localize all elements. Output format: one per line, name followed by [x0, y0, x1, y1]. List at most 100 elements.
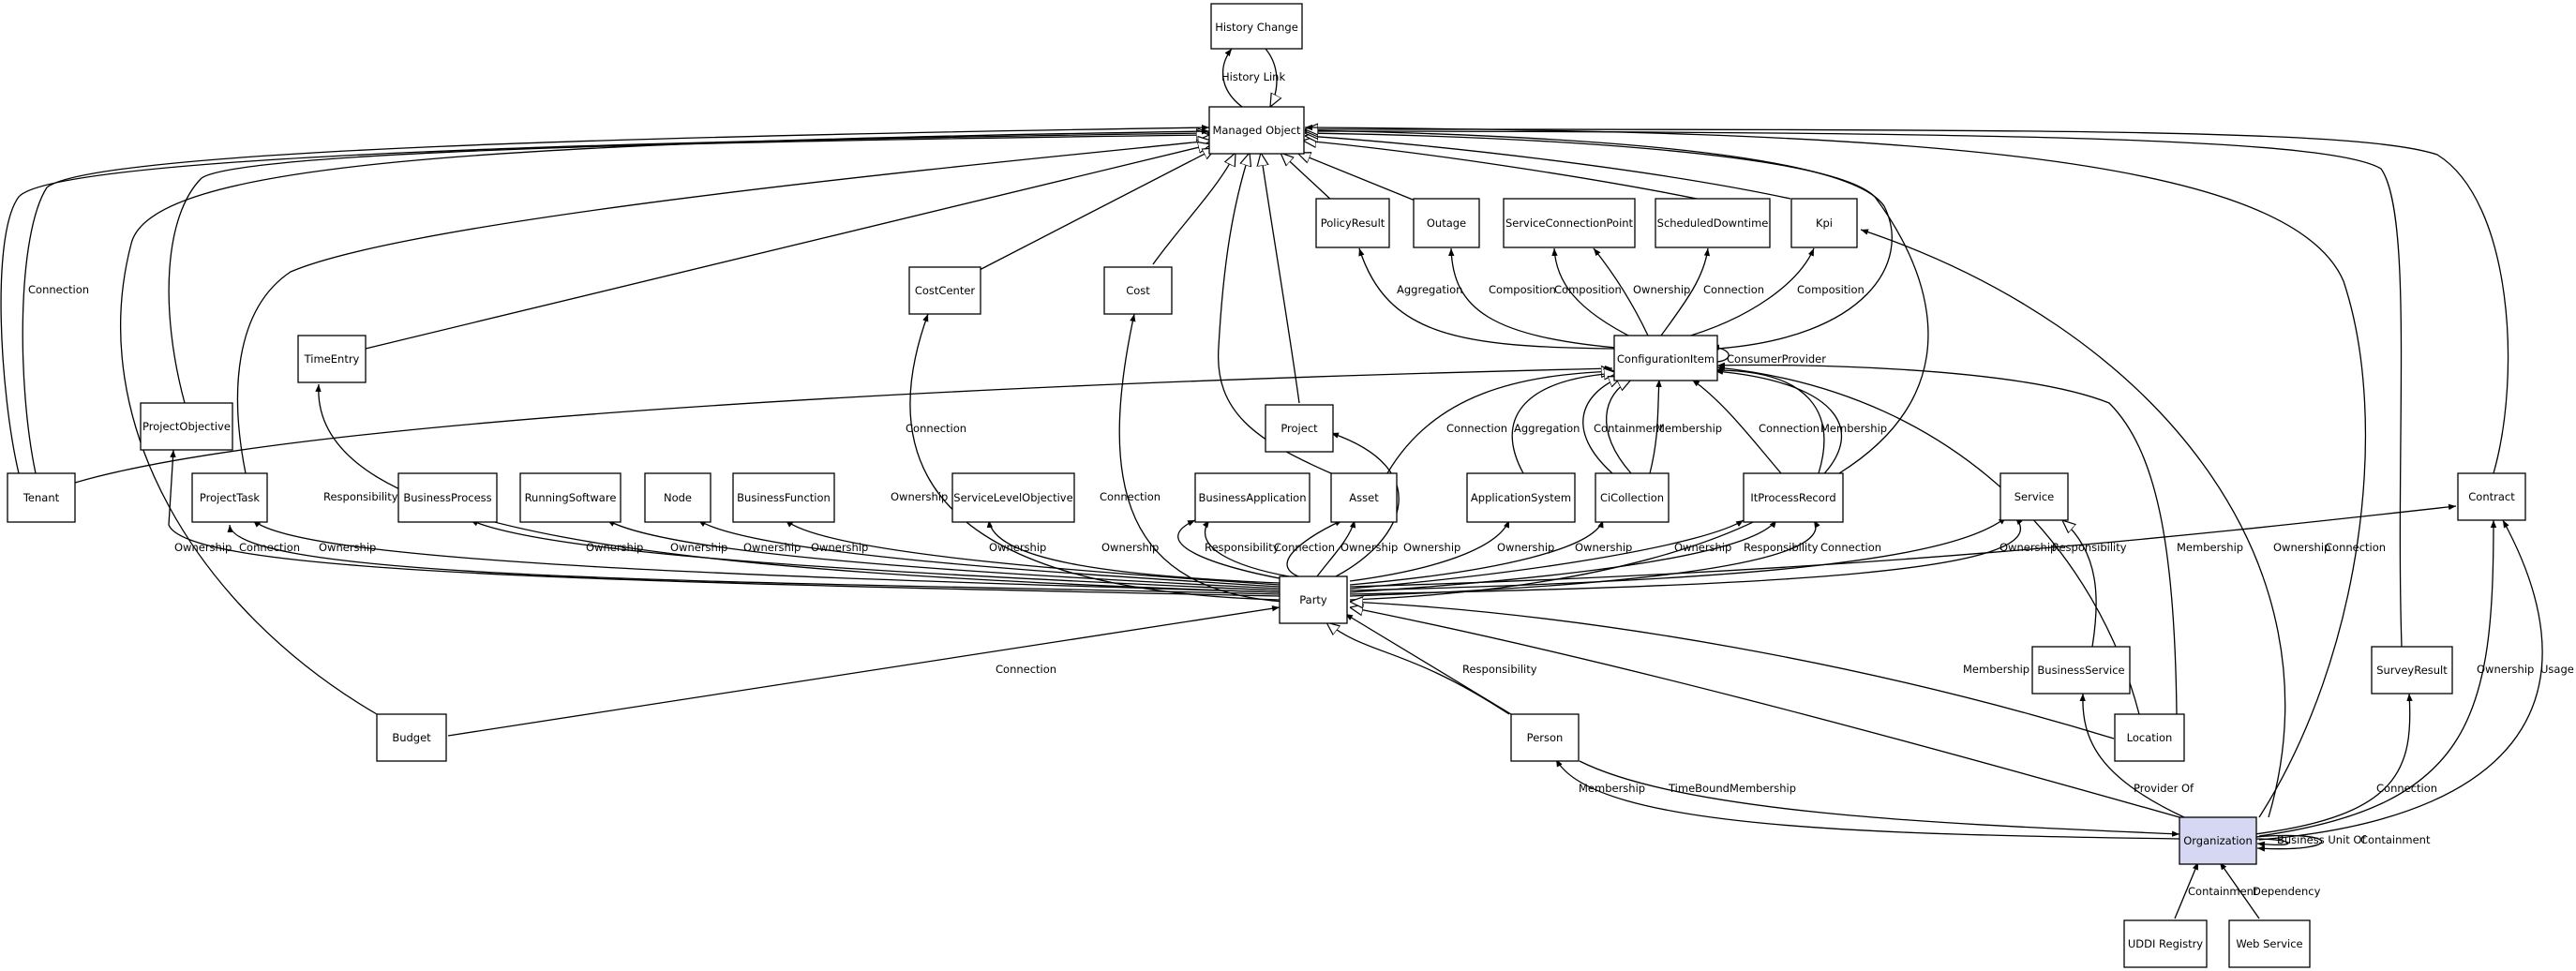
edge-outage-inherit	[1297, 153, 1418, 202]
edge-org-party-inherit	[1350, 607, 2180, 818]
label-location-membership: Membership	[2177, 541, 2243, 554]
edge-ci-scheduleddowntime	[1660, 247, 1711, 336]
edge-location-ci-membership	[1716, 362, 2178, 715]
edge-ci-policyresult	[1358, 247, 1615, 350]
edge-configurationitem-inherit	[1305, 130, 1893, 350]
label-party-connection-asset: Connection	[1274, 541, 1335, 554]
node-business-application[interactable]: BusinessApplication	[1194, 472, 1310, 523]
node-project-task[interactable]: ProjectTask	[191, 472, 268, 523]
edge-org-self-containment	[2254, 834, 2323, 852]
node-cost-center[interactable]: CostCenter	[908, 266, 981, 315]
node-scheduled-downtime[interactable]: ScheduledDowntime	[1655, 198, 1771, 248]
edge-location-party-membership	[1350, 602, 2115, 739]
node-configuration-item[interactable]: ConfigurationItem	[1613, 335, 1718, 381]
edge-ci-scp-ownership	[1593, 247, 1649, 336]
node-business-service[interactable]: BusinessService	[2031, 646, 2131, 695]
label-time-bound-membership: TimeBoundMembership	[1668, 782, 1796, 795]
edge-party-asset-own	[1316, 519, 1356, 577]
node-cost[interactable]: Cost	[1103, 266, 1173, 315]
node-it-process-record[interactable]: ItProcessRecord	[1743, 472, 1844, 523]
edge-org-contract-usage	[2258, 519, 2543, 841]
label-ci-ownership-scp: Ownership	[1633, 283, 1690, 296]
node-project[interactable]: Project	[1265, 404, 1334, 453]
node-label: History Change	[1215, 21, 1298, 34]
node-business-function[interactable]: BusinessFunction	[732, 472, 835, 523]
label-party-ownership-appsys: Ownership	[1497, 541, 1554, 554]
node-business-process[interactable]: BusinessProcess	[397, 472, 498, 523]
edge-web-org	[2219, 861, 2260, 919]
node-running-software[interactable]: RunningSoftware	[519, 472, 622, 523]
node-ci-collection[interactable]: CiCollection	[1595, 472, 1670, 523]
node-label: BusinessService	[2037, 664, 2124, 677]
label-asset-ci-connection: Connection	[1446, 422, 1507, 435]
label-consumer-provider: ConsumerProvider	[1727, 352, 1826, 366]
edge-org-self-businessunit	[2254, 838, 2289, 848]
label-party-connection-cost: Connection	[1100, 490, 1161, 503]
label-party-ownership-projobj: Ownership	[174, 541, 232, 554]
label-party-ownership-asset: Ownership	[1340, 541, 1398, 554]
node-time-entry[interactable]: TimeEntry	[297, 335, 367, 383]
node-label: Service	[2014, 490, 2055, 503]
node-application-system[interactable]: ApplicationSystem	[1466, 472, 1576, 523]
node-managed-object[interactable]: Managed Object	[1208, 106, 1305, 155]
node-asset[interactable]: Asset	[1330, 472, 1398, 523]
label-party-ownership-itpr: Ownership	[1674, 541, 1731, 554]
label-party-ownership-projtask: Ownership	[319, 541, 376, 554]
edge-cicollection-ci-membership	[1649, 379, 1662, 474]
edge-cost-inherit	[1152, 153, 1236, 265]
edge-itpr-ci-connection	[1691, 379, 1782, 474]
node-uddi-registry[interactable]: UDDI Registry	[2123, 919, 2208, 968]
label-party-ownership-bfunc: Ownership	[811, 541, 868, 554]
edge-scheduleddowntime-inherit	[1303, 141, 1698, 200]
edge-person-party-inherit	[1326, 622, 1510, 715]
node-web-service[interactable]: Web Service	[2228, 919, 2311, 968]
node-service[interactable]: Service	[1999, 472, 2069, 521]
edge-party-cicollection	[1349, 519, 1604, 586]
node-label: ItProcessRecord	[1750, 491, 1835, 504]
node-budget[interactable]: Budget	[376, 713, 447, 762]
node-label: SurveyResult	[2376, 664, 2448, 677]
node-project-objective[interactable]: ProjectObjective	[140, 402, 233, 451]
label-ci-connection-sched: Connection	[1703, 283, 1764, 296]
label-org-containment-self: Containment	[2360, 833, 2431, 846]
node-location[interactable]: Location	[2114, 713, 2185, 762]
node-label: UDDI Registry	[2128, 937, 2203, 950]
node-history-change[interactable]: History Change	[1210, 3, 1303, 50]
node-survey-result[interactable]: SurveyResult	[2371, 646, 2453, 695]
node-party[interactable]: Party	[1279, 575, 1348, 624]
node-person[interactable]: Person	[1510, 713, 1580, 762]
label-party-ownership-slo: Ownership	[989, 541, 1046, 554]
node-service-connection-point[interactable]: ServiceConnectionPoint	[1503, 198, 1636, 248]
edge-org-contract-own	[2258, 519, 2497, 837]
edge-org-surveyresult	[2254, 693, 2413, 835]
node-kpi[interactable]: Kpi	[1790, 198, 1858, 248]
label-party-responsibility-itpr: Responsibility	[1744, 541, 1819, 554]
label-business-unit-of: Business Unit Of	[2277, 833, 2366, 846]
edge-party-businessprocess	[470, 519, 1281, 591]
node-label: Cost	[1126, 284, 1150, 297]
edge-project-inherit	[1261, 153, 1300, 404]
node-label: ProjectObjective	[142, 420, 231, 433]
label-uddi-containment: Containment	[2188, 885, 2258, 898]
edge-kpi-inherit	[1305, 136, 1791, 200]
edge-history-link-back	[1265, 48, 1277, 107]
label-party-connection-itpr: Connection	[1820, 541, 1881, 554]
label-party-ownership-runsw: Ownership	[670, 541, 727, 554]
edge-ci-outage	[1448, 247, 1627, 350]
node-service-level-objective[interactable]: ServiceLevelObjective	[951, 472, 1075, 523]
node-outage[interactable]: Outage	[1413, 198, 1480, 248]
node-label: BusinessProcess	[403, 491, 491, 504]
node-label: Budget	[392, 731, 431, 744]
label-party-responsibility-timeentry: Responsibility	[323, 490, 398, 503]
node-organization[interactable]: Organization	[2179, 816, 2257, 865]
node-tenant[interactable]: Tenant	[7, 472, 76, 523]
edge-asset-ci	[1386, 371, 1614, 474]
node-node[interactable]: Node	[644, 472, 711, 523]
node-contract[interactable]: Contract	[2457, 472, 2526, 521]
node-policy-result[interactable]: PolicyResult	[1315, 198, 1390, 248]
edge-budget-party	[447, 605, 1281, 737]
edge-ci-scp-composition	[1551, 247, 1637, 340]
edge-contract-inherit	[1305, 129, 2509, 474]
label-cicoll-membership: Membership	[1655, 422, 1722, 435]
label-org-membership-person: Membership	[1579, 782, 1645, 795]
